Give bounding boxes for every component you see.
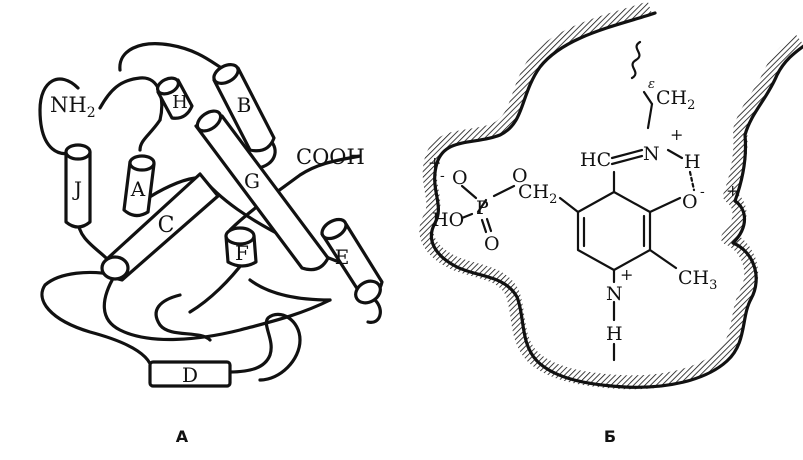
hydrogen-bond — [688, 170, 696, 192]
helix-a: A — [122, 154, 156, 218]
o-phenolate-label: O — [682, 191, 698, 213]
h-ring-label: H — [606, 323, 623, 345]
pocket-wall-hatching — [419, 1, 803, 390]
bond — [558, 196, 580, 214]
backbone-loop — [188, 258, 247, 314]
bond — [476, 198, 488, 214]
helix-label: F — [235, 241, 249, 265]
backbone-loop — [154, 293, 212, 342]
bond — [648, 196, 682, 214]
charge-plus: + — [670, 125, 683, 144]
helix-label: D — [182, 363, 198, 387]
backbone-loop — [118, 42, 227, 72]
hc-label: HC — [580, 149, 611, 171]
bond — [646, 102, 654, 130]
double-bond — [610, 154, 644, 166]
helix-label: E — [335, 245, 350, 269]
helix-h: H — [156, 76, 194, 120]
helix-label: B — [237, 93, 252, 117]
helix-label: G — [244, 169, 260, 193]
ch2-link-label: CH2 — [518, 181, 557, 207]
bond — [492, 184, 516, 198]
double-bond — [610, 148, 644, 160]
double-bond — [485, 217, 493, 233]
o-double-label: O — [484, 233, 500, 255]
bond — [460, 212, 474, 220]
bond — [666, 148, 684, 160]
helix-label: H — [172, 92, 188, 113]
bond — [460, 184, 478, 200]
helix-label: A — [130, 177, 146, 201]
backbone-loop — [228, 312, 302, 382]
lysine-chain — [630, 40, 642, 80]
ch2-label: CH2 — [656, 87, 695, 113]
c-terminus-label: COOH — [296, 145, 365, 169]
h-label: H — [684, 151, 701, 173]
charge-plus: + — [428, 153, 441, 172]
backbone-loop — [102, 273, 332, 342]
helix-d: D — [148, 360, 232, 388]
p-label: P — [476, 197, 489, 219]
n-plus-label: N — [643, 143, 660, 165]
panel-a-caption: A — [176, 427, 189, 446]
bond — [648, 248, 678, 270]
o-ester-label: O — [512, 165, 528, 187]
backbone-loop — [366, 298, 382, 324]
panel-a-protein-fold: J A H B G C — [38, 42, 384, 446]
charge-minus: - — [440, 168, 445, 184]
helix-label: J — [72, 177, 82, 201]
bond — [642, 90, 654, 106]
pocket-wall-edge — [429, 11, 803, 389]
helix-c: C — [100, 172, 220, 282]
pyridine-ring — [576, 190, 652, 272]
helix-j: J — [64, 143, 92, 229]
backbone-loop — [248, 278, 332, 302]
methyl-label: CH3 — [678, 267, 717, 293]
n-terminus-label: NH2 — [50, 93, 96, 121]
backbone-loop — [38, 77, 80, 156]
epsilon-label: ε — [648, 77, 655, 92]
ho-label: HO — [432, 209, 464, 231]
backbone-loop — [138, 118, 162, 152]
double-bond — [480, 218, 488, 234]
o-phosphate-label: O — [452, 167, 468, 189]
charge-plus: + — [620, 265, 633, 284]
helix-f: F — [224, 226, 258, 268]
charge-plus: + — [726, 181, 739, 200]
helix-b: B — [212, 63, 276, 153]
backbone-loop — [98, 76, 164, 122]
panel-b-active-site: ε CH2 N + H HC O - + CH2 O P O + - HO O … — [419, 1, 803, 446]
n-ring-label: N — [606, 283, 623, 305]
helix-g: G — [194, 109, 330, 272]
charge-minus: - — [700, 184, 705, 200]
helix-label: C — [158, 213, 175, 238]
panel-b-caption: Б — [604, 427, 616, 446]
backbone-loop — [228, 154, 362, 232]
helix-e: E — [320, 217, 384, 305]
backbone-loop — [40, 270, 154, 372]
